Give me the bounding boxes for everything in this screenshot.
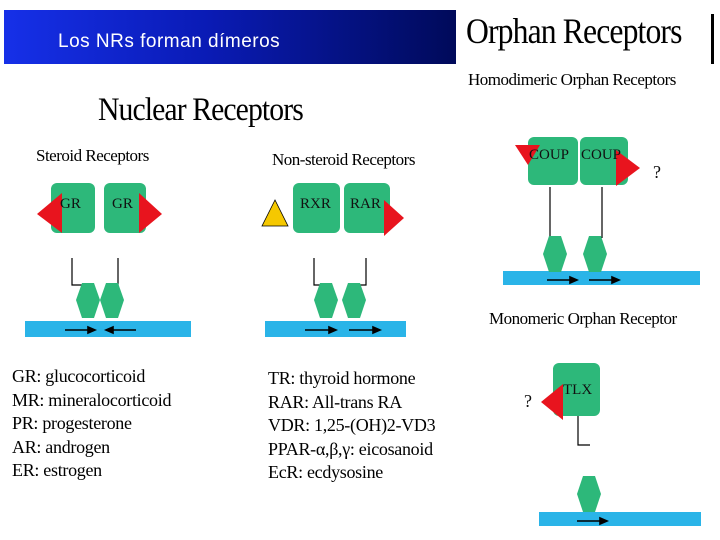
legend-item: MR: mineralocorticoid [12,389,172,410]
ligand-tlx [541,384,563,420]
ligand-gr-right [139,193,162,233]
tlx-domain [553,363,600,416]
coup-right-label: COUP [581,147,621,163]
slide-title: Los NRs forman dímeros [58,31,281,52]
header-banner: Los NRs forman dímeros [4,10,456,64]
rar-label: RAR [350,196,381,212]
ligand-coup-right [616,150,640,186]
legend-item: TR: thyroid hormone [268,368,416,388]
rxr-label: RXR [300,196,331,212]
gr-left-label: GR [60,196,81,212]
hre-arrows [65,275,622,526]
monomeric-orphan-label: Monomeric Orphan Receptor [489,309,677,328]
homodimeric-orphan-label: Homodimeric Orphan Receptors [468,70,676,89]
nonsteroid-legend: TR: thyroid hormone RAR: All-trans RA VD… [268,367,436,485]
nuclear-receptors-title: Nuclear Receptors [98,92,304,128]
ligand-rxr [261,199,289,227]
legend-item: VDR: 1,25-(OH)2-VD3 [268,415,436,435]
steroid-legend: GR: glucocorticoid MR: mineralocorticoid… [12,365,171,483]
legend-item: AR: androgen [12,436,110,457]
rar-domain [344,183,390,233]
orphan-receptors-title: Orphan Receptors [466,11,682,51]
tlx-label: TLX [563,382,592,398]
gr-right-label: GR [112,196,133,212]
gr-right-domain [104,183,146,233]
dna-strand-monomeric [539,512,701,526]
legend-item: PPAR-α,β,γ: eicosanoid [268,438,433,459]
coup-left-domain [528,137,578,185]
title-divider [711,14,714,64]
legend-item: PR: progesterone [12,413,132,433]
ligand-gr-left [37,193,62,233]
legend-item: RAR: All-trans RA [268,391,402,412]
question-mark-bottom: ? [524,391,532,411]
question-mark-top: ? [653,162,661,182]
legend-item: ER: estrogen [12,460,102,480]
ligand-rar [384,200,404,236]
nonsteroid-receptors-label: Non-steroid Receptors [272,150,415,169]
coup-left-label: COUP [529,147,569,163]
ligand-coup-left [515,145,540,165]
legend-item: GR: glucocorticoid [12,366,146,386]
legend-item: EcR: ecdysosine [268,462,383,482]
steroid-receptors-label: Steroid Receptors [36,146,149,165]
dna-binding-domains [76,236,607,512]
rxr-domain [293,183,340,233]
dna-strand-homodimeric [503,271,700,285]
